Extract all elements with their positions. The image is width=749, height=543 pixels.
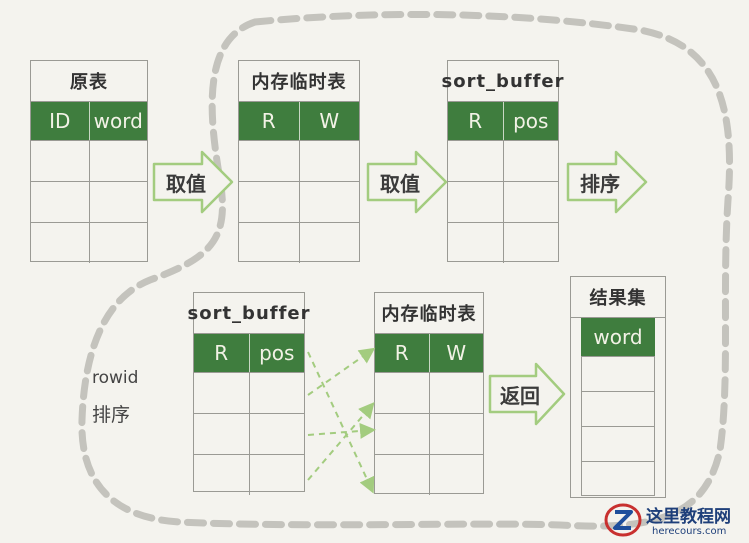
table-row xyxy=(239,181,359,222)
table-row xyxy=(448,140,558,181)
memory-temp-table-top: 内存临时表 R W xyxy=(238,60,360,263)
table-row xyxy=(581,426,655,461)
table-header: ID word xyxy=(31,102,147,140)
table-row xyxy=(31,181,147,222)
table-header: R W xyxy=(239,102,359,140)
column-header-pos: pos xyxy=(248,334,305,372)
table-title: 内存临时表 xyxy=(239,61,359,102)
original-table: 原表 ID word xyxy=(30,60,148,263)
table-row xyxy=(194,454,304,495)
sort-buffer-top: sort_buffer R pos xyxy=(442,60,564,263)
arrow-return xyxy=(488,362,566,426)
table-row xyxy=(581,356,655,391)
result-set-table: 结果集 word xyxy=(570,276,666,498)
table-row xyxy=(194,413,304,454)
table-row xyxy=(375,372,483,413)
table-row xyxy=(448,181,558,222)
arrow-sort xyxy=(566,150,648,214)
table-row xyxy=(448,222,558,263)
table-title: 原表 xyxy=(31,61,147,102)
table-row xyxy=(239,140,359,181)
column-header-w: W xyxy=(428,334,484,372)
table-row xyxy=(375,454,483,495)
watermark-logo: 这里教程网 herecours.com xyxy=(604,500,744,540)
arrow-label-sort: 排序 xyxy=(580,171,620,196)
watermark-name: 这里教程网 xyxy=(646,507,731,527)
column-header-r: R xyxy=(468,109,483,133)
column-header-r: R xyxy=(214,341,229,365)
column-header-word: word xyxy=(88,102,148,140)
table-row xyxy=(31,222,147,263)
rowid-label: rowid xyxy=(92,368,139,388)
table-title: sort_buffer xyxy=(442,61,564,102)
table-title: sort_buffer xyxy=(188,293,310,334)
table-row xyxy=(31,140,147,181)
table-title: 内存临时表 xyxy=(375,293,483,334)
table-row xyxy=(581,461,655,496)
arrow-fetch-2 xyxy=(366,150,448,214)
column-header-word: word xyxy=(593,325,643,349)
table-header: word xyxy=(581,318,655,356)
table-row xyxy=(375,413,483,454)
rowid-lookup-arrows xyxy=(307,347,376,494)
column-header-id: ID xyxy=(49,109,71,133)
column-header-r: R xyxy=(394,341,409,365)
watermark-z-icon xyxy=(604,503,642,537)
table-title: 结果集 xyxy=(571,277,665,318)
arrow-label-fetch-2: 取值 xyxy=(380,171,420,196)
table-header: R pos xyxy=(194,334,304,372)
arrow-label-fetch-1: 取值 xyxy=(166,171,206,196)
table-row xyxy=(239,222,359,263)
sort-buffer-bottom: sort_buffer R pos xyxy=(188,292,310,495)
table-row xyxy=(194,372,304,413)
column-header-r: R xyxy=(261,109,276,133)
memory-temp-table-bottom: 内存临时表 R W xyxy=(374,292,484,495)
table-row xyxy=(581,391,655,426)
sort-label: 排序 xyxy=(92,404,131,426)
column-header-pos: pos xyxy=(502,102,559,140)
column-header-w: W xyxy=(298,102,360,140)
arrow-label-return: 返回 xyxy=(500,383,540,408)
watermark-url: herecours.com xyxy=(652,526,727,537)
table-header: R W xyxy=(375,334,483,372)
table-header: R pos xyxy=(448,102,558,140)
arrow-fetch-1 xyxy=(152,150,234,214)
